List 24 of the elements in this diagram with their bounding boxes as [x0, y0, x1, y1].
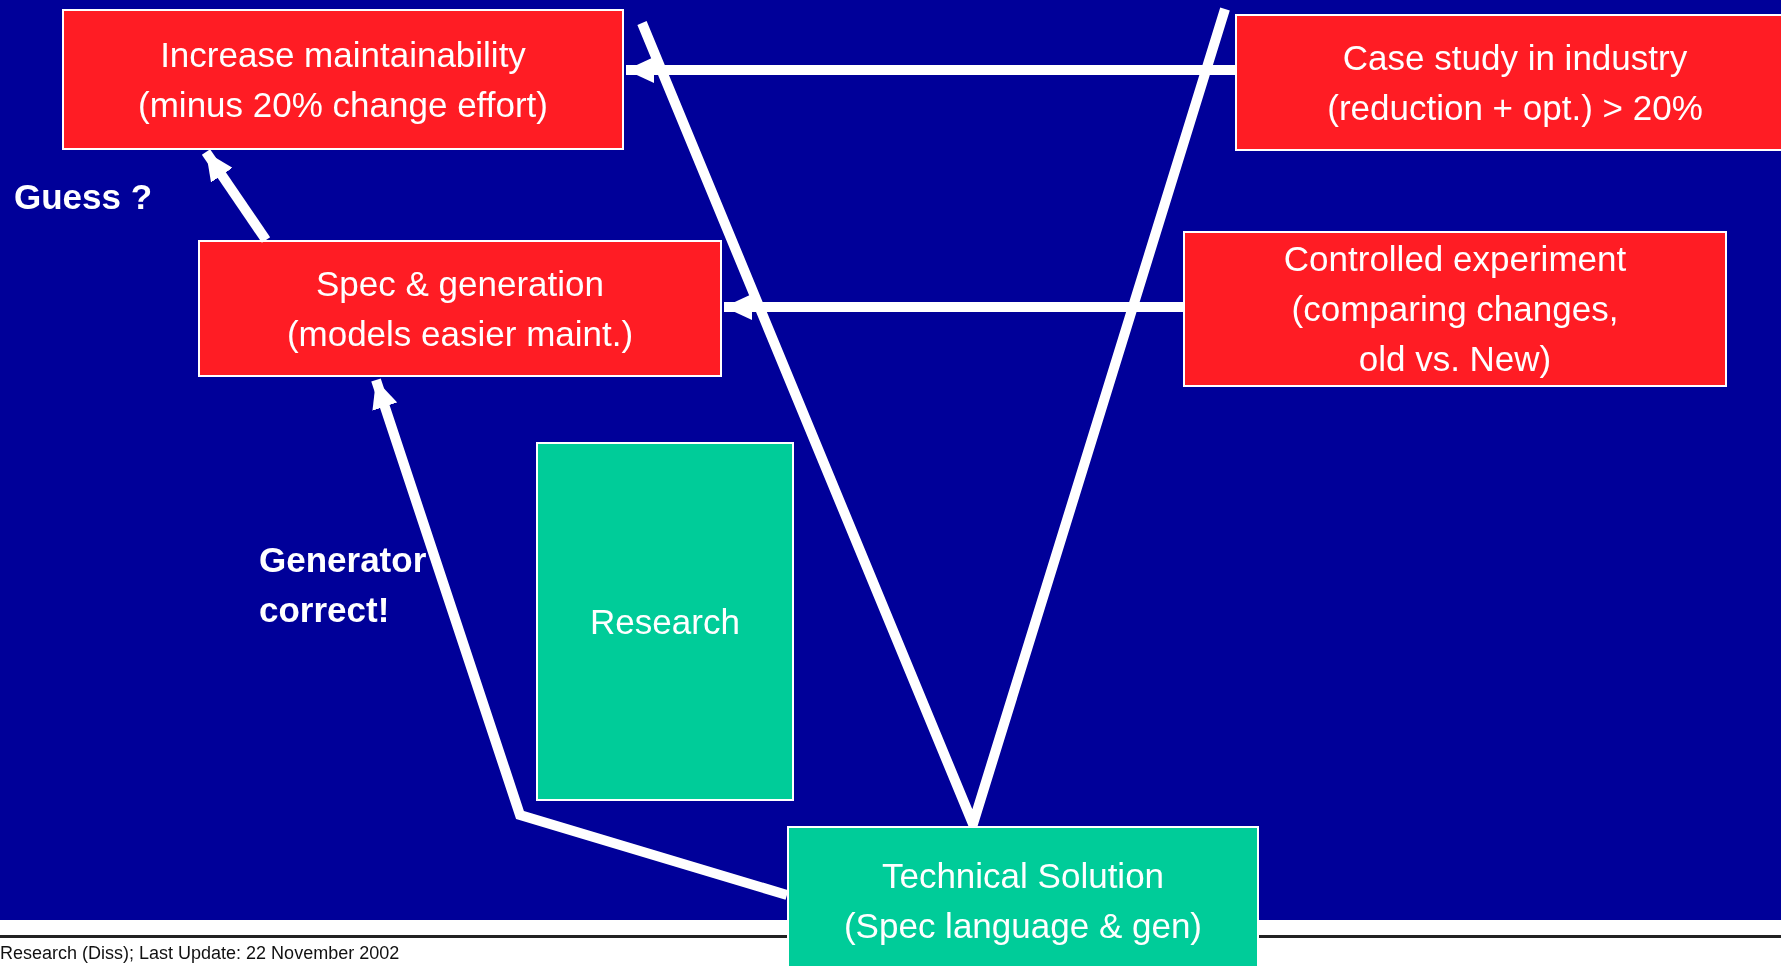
box-title: Spec & generation — [316, 262, 604, 305]
process-box — [1235, 14, 1781, 151]
box-subtitle: (models easier maint.) — [286, 312, 634, 355]
box-subtitle: (comparing changes, old vs. New) — [1290, 288, 1620, 380]
box-subtitle: (minus 20% change effort) — [138, 83, 548, 126]
note-text: Guess ? — [14, 176, 154, 218]
box-title: Increase maintainability — [160, 33, 526, 76]
footer-text: Research (Diss); Last Update: 22 November 2002 — [0, 942, 400, 964]
process-box — [1183, 231, 1727, 387]
box-title: Controlled experiment — [1283, 238, 1627, 280]
process-box — [787, 826, 1259, 966]
arrow — [201, 149, 271, 243]
process-box — [62, 9, 624, 150]
process-box — [536, 442, 794, 801]
box-subtitle: (reduction + opt.) > 20% — [1327, 86, 1703, 129]
arrow — [371, 378, 789, 900]
process-box — [198, 240, 722, 377]
arrow — [724, 294, 1183, 320]
note-text: Generator correct! — [259, 539, 428, 631]
box-title: Technical Solution — [881, 855, 1165, 897]
box-title: Research — [590, 600, 740, 643]
box-subtitle: (Spec language & gen) — [843, 905, 1202, 947]
box-title: Case study in industry — [1342, 36, 1688, 79]
arrow — [626, 57, 1235, 83]
